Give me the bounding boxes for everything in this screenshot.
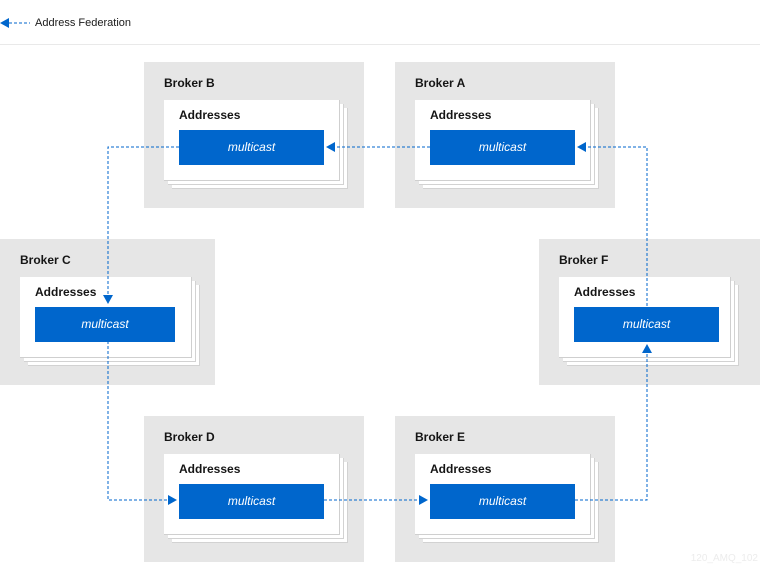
addresses-panel: Addresses multicast <box>559 277 739 366</box>
broker-e: Broker E Addresses multicast <box>395 416 615 562</box>
addresses-label: Addresses <box>574 285 636 299</box>
broker-title: Broker E <box>415 430 466 444</box>
legend: Address Federation <box>0 14 200 32</box>
addresses-panel: Addresses multicast <box>20 277 200 366</box>
federation-link-b-to-c <box>107 146 179 296</box>
multicast-address: multicast <box>574 307 719 342</box>
broker-title: Broker B <box>164 76 215 90</box>
watermark: 120_AMQ_102 <box>690 553 758 564</box>
addresses-panel: Addresses multicast <box>415 454 599 543</box>
broker-title: Broker F <box>559 253 609 267</box>
broker-title: Broker A <box>415 76 466 90</box>
multicast-address: multicast <box>179 130 324 165</box>
broker-f: Broker F Addresses multicast <box>539 239 760 385</box>
broker-title: Broker C <box>20 253 71 267</box>
legend-label: Address Federation <box>35 17 131 29</box>
arrowhead-icon <box>419 495 428 505</box>
addresses-panel: Addresses multicast <box>164 100 348 189</box>
addresses-label: Addresses <box>430 108 492 122</box>
multicast-address: multicast <box>430 484 575 519</box>
broker-d: Broker D Addresses multicast <box>144 416 364 562</box>
federation-link-e-to-f <box>575 352 648 501</box>
addresses-panel: Addresses multicast <box>415 100 599 189</box>
addresses-label: Addresses <box>430 462 492 476</box>
addresses-label: Addresses <box>179 108 241 122</box>
addresses-panel: Addresses multicast <box>164 454 348 543</box>
arrowhead-icon <box>642 344 652 353</box>
divider <box>0 44 760 45</box>
broker-title: Broker D <box>164 430 215 444</box>
broker-c: Broker C Addresses multicast <box>0 239 215 385</box>
multicast-address: multicast <box>430 130 575 165</box>
multicast-address: multicast <box>179 484 324 519</box>
dashed-arrow-icon <box>0 18 30 28</box>
federation-link-f-to-a <box>586 146 648 306</box>
broker-a: Broker A Addresses multicast <box>395 62 615 208</box>
arrowhead-icon <box>326 142 335 152</box>
multicast-address: multicast <box>35 307 175 342</box>
federation-link-c-to-d <box>107 341 170 501</box>
addresses-label: Addresses <box>35 285 97 299</box>
addresses-label: Addresses <box>179 462 241 476</box>
arrowhead-icon <box>103 295 113 304</box>
arrowhead-icon <box>168 495 177 505</box>
arrowhead-icon <box>577 142 586 152</box>
broker-b: Broker B Addresses multicast <box>144 62 364 208</box>
